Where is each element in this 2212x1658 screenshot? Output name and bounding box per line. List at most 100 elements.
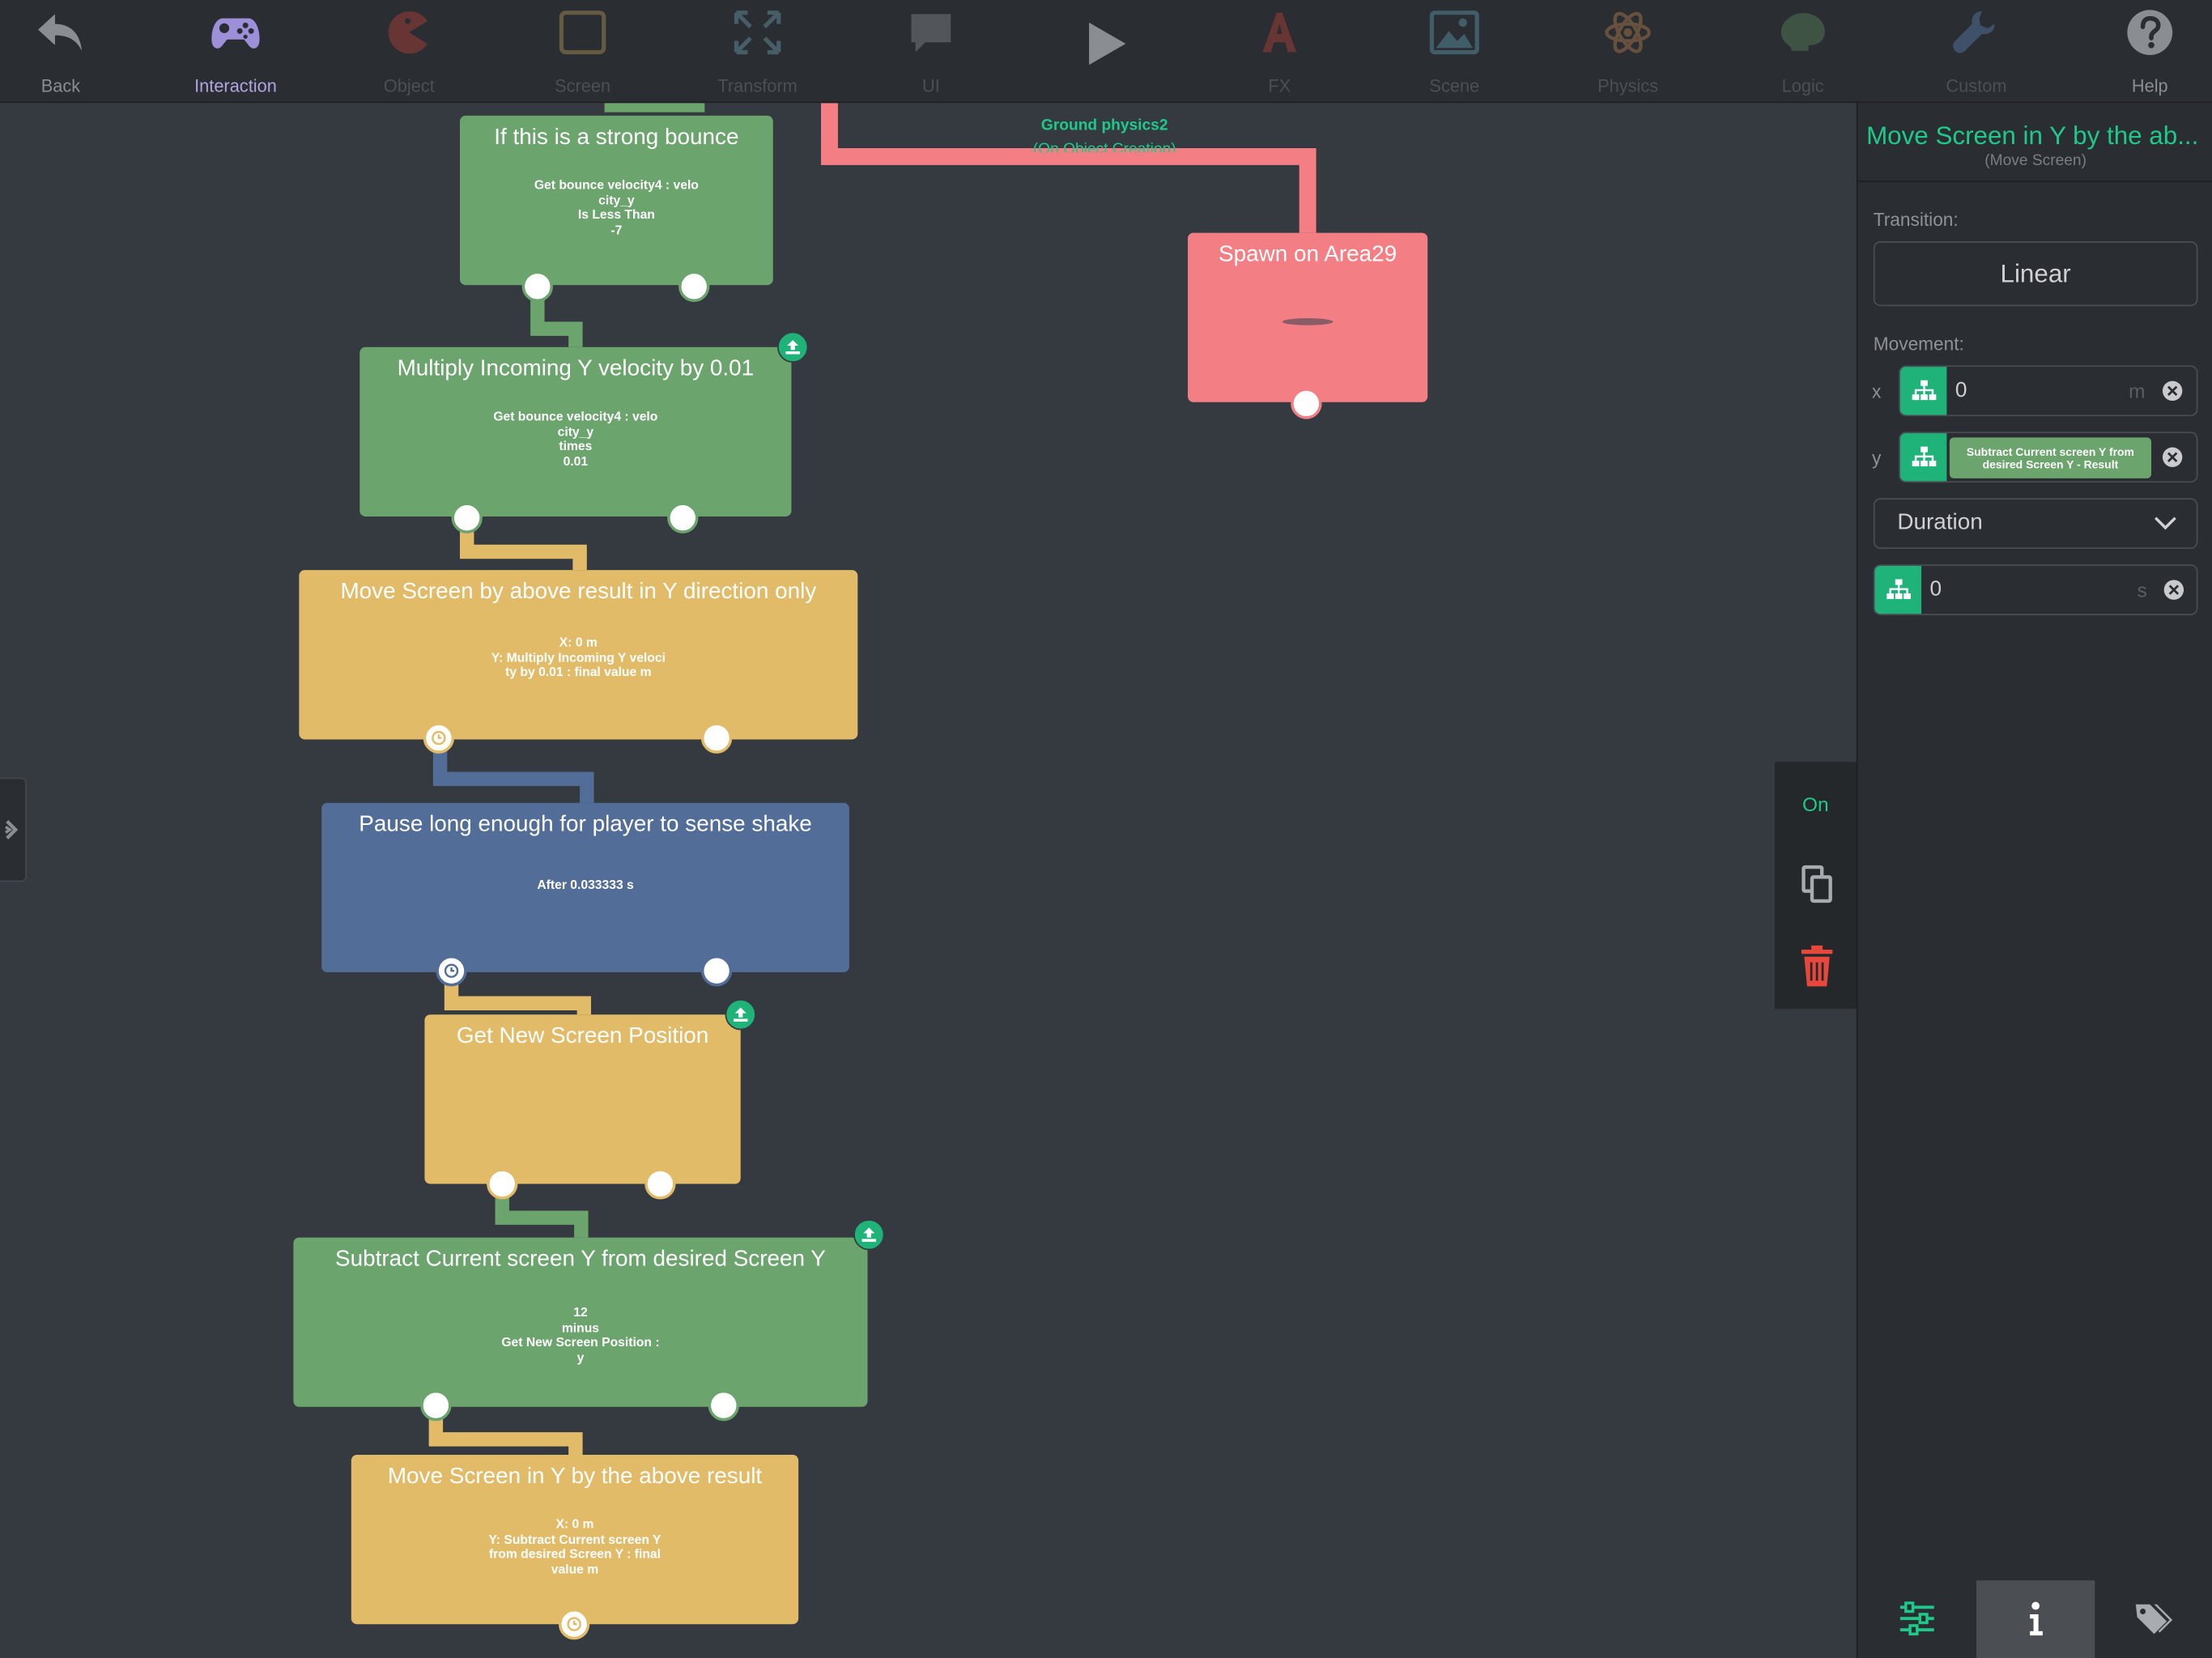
node-spawn[interactable]: Spawn on Area29 bbox=[1188, 232, 1428, 402]
clock-icon bbox=[444, 963, 459, 978]
port-out[interactable] bbox=[1291, 388, 1322, 419]
inspector-tabs bbox=[1858, 1580, 2212, 1658]
inspector-header: Move Screen in Y by the ab... (Move Scre… bbox=[1857, 103, 2212, 182]
port-out-2[interactable] bbox=[708, 1389, 739, 1422]
port-after[interactable] bbox=[423, 722, 455, 754]
copy-icon[interactable] bbox=[1802, 865, 1832, 904]
gamepad-icon bbox=[158, 8, 313, 56]
tool-fx[interactable]: FX bbox=[1202, 0, 1357, 101]
tool-scene[interactable]: Scene bbox=[1376, 0, 1532, 101]
node-wires bbox=[428, 103, 1317, 1456]
trash-icon[interactable] bbox=[1800, 945, 1834, 988]
port-false[interactable] bbox=[678, 270, 710, 303]
upload-icon bbox=[785, 340, 800, 355]
tab-info[interactable] bbox=[1976, 1580, 2095, 1658]
tool-object[interactable]: Object bbox=[331, 0, 487, 101]
tab-tags[interactable] bbox=[2095, 1580, 2212, 1658]
inspector-title[interactable]: Move Screen in Y by the ab... bbox=[1866, 121, 2199, 150]
node-strong-bounce[interactable]: If this is a strong bounce Get bounce ve… bbox=[459, 115, 773, 286]
node-subtract[interactable]: Subtract Current screen Y from desired S… bbox=[293, 1237, 868, 1407]
upload-badge[interactable] bbox=[725, 999, 756, 1031]
node-get-new-screen-position[interactable]: Get New Screen Position bbox=[424, 1014, 741, 1184]
port-true[interactable] bbox=[521, 270, 553, 303]
left-drawer-handle[interactable] bbox=[0, 777, 28, 882]
speech-bubble-icon bbox=[853, 8, 1009, 56]
pacman-icon bbox=[331, 8, 487, 56]
tool-interaction[interactable]: Interaction bbox=[158, 0, 313, 101]
link-attribute-button[interactable] bbox=[1899, 367, 1947, 415]
port-out[interactable] bbox=[420, 1389, 452, 1422]
hierarchy-icon bbox=[1887, 579, 1911, 599]
tool-ui[interactable]: UI bbox=[853, 0, 1009, 101]
port-after[interactable] bbox=[436, 955, 467, 987]
wire-5 bbox=[495, 1191, 589, 1238]
play-button[interactable] bbox=[1028, 0, 1184, 101]
transition-label: Transition: bbox=[1873, 208, 1959, 231]
x-value[interactable]: 0 bbox=[1955, 378, 1967, 402]
on-toggle[interactable]: On bbox=[1802, 793, 1829, 816]
atom-icon bbox=[1551, 8, 1706, 56]
tool-physics[interactable]: Physics bbox=[1551, 0, 1706, 101]
sliders-icon bbox=[1899, 1601, 1934, 1636]
node-move-screen-final[interactable]: Move Screen in Y by the above result X: … bbox=[351, 1455, 799, 1625]
behavior-canvas[interactable]: Ground physics2 (On Object Creation) If … bbox=[0, 103, 1857, 1658]
clear-icon[interactable] bbox=[2162, 380, 2183, 402]
node-pause[interactable]: Pause long enough for player to sense sh… bbox=[321, 802, 849, 972]
x-unit: m bbox=[2129, 379, 2146, 402]
help-circle-icon bbox=[2072, 8, 2212, 56]
clear-icon[interactable] bbox=[2162, 447, 2183, 467]
upload-badge[interactable] bbox=[777, 331, 809, 363]
node-title: Move Screen in Y by the above result bbox=[387, 1465, 763, 1489]
tool-logic[interactable]: Logic bbox=[1725, 0, 1881, 101]
port-out[interactable] bbox=[451, 502, 483, 534]
port-done[interactable] bbox=[700, 722, 733, 754]
link-attribute-button[interactable] bbox=[1874, 565, 1922, 614]
port-after[interactable] bbox=[558, 1609, 590, 1640]
node-context-panel: On bbox=[1774, 762, 1857, 1010]
duration-value[interactable]: 0 bbox=[1929, 576, 1942, 602]
wire-4 bbox=[444, 977, 592, 1015]
node-title: If this is a strong bounce bbox=[494, 125, 739, 150]
movement-label: Movement: bbox=[1873, 333, 1964, 355]
inspector-panel: Move Screen in Y by the ab... (Move Scre… bbox=[1856, 103, 2212, 1658]
node-multiply[interactable]: Multiply Incoming Y velocity by 0.01 Get… bbox=[359, 346, 792, 517]
y-attribute-chip[interactable]: Subtract Current screen Y from desired S… bbox=[1949, 437, 2152, 478]
clock-icon bbox=[432, 730, 446, 746]
x-movement-field[interactable]: 0 m bbox=[1899, 365, 2198, 417]
tool-custom[interactable]: Custom bbox=[1899, 0, 2054, 101]
screen-frame-icon bbox=[505, 8, 661, 56]
brain-icon bbox=[1725, 8, 1881, 56]
node-title: Move Screen by above result in Y directi… bbox=[340, 580, 817, 605]
duration-field[interactable]: 0 s bbox=[1873, 564, 2198, 615]
tool-transform[interactable]: Transform bbox=[680, 0, 836, 101]
tab-properties[interactable] bbox=[1858, 1580, 1976, 1658]
fx-icon bbox=[1202, 8, 1357, 56]
upload-badge[interactable] bbox=[853, 1218, 885, 1251]
inspector-subtitle: (Move Screen) bbox=[1984, 152, 2087, 170]
wire-3 bbox=[432, 745, 594, 803]
clear-icon[interactable] bbox=[2163, 580, 2184, 600]
wrench-icon bbox=[1899, 8, 2054, 56]
node-title: Subtract Current screen Y from desired S… bbox=[335, 1247, 826, 1272]
tool-back[interactable]: Back bbox=[0, 0, 138, 101]
port-done[interactable] bbox=[700, 955, 733, 987]
port-out-2[interactable] bbox=[644, 1168, 676, 1200]
node-title: Get New Screen Position bbox=[456, 1024, 709, 1049]
transition-select[interactable]: Linear bbox=[1873, 241, 2198, 307]
play-icon bbox=[1028, 19, 1184, 67]
y-movement-field[interactable]: Subtract Current screen Y from desired S… bbox=[1899, 432, 2198, 483]
tool-help[interactable]: Help bbox=[2072, 0, 2212, 101]
node-move-screen-y[interactable]: Move Screen by above result in Y directi… bbox=[299, 570, 858, 740]
port-out[interactable] bbox=[487, 1168, 518, 1200]
wire-1 bbox=[530, 293, 583, 347]
transform-arrows-icon bbox=[680, 8, 836, 56]
link-attribute-button[interactable] bbox=[1899, 433, 1947, 482]
y-axis-label: y bbox=[1872, 447, 1882, 469]
tool-screen[interactable]: Screen bbox=[505, 0, 661, 101]
wire-top bbox=[604, 103, 705, 113]
wire-2 bbox=[459, 525, 587, 571]
duration-dropdown[interactable]: Duration bbox=[1873, 498, 2198, 550]
port-out-2[interactable] bbox=[667, 502, 699, 534]
